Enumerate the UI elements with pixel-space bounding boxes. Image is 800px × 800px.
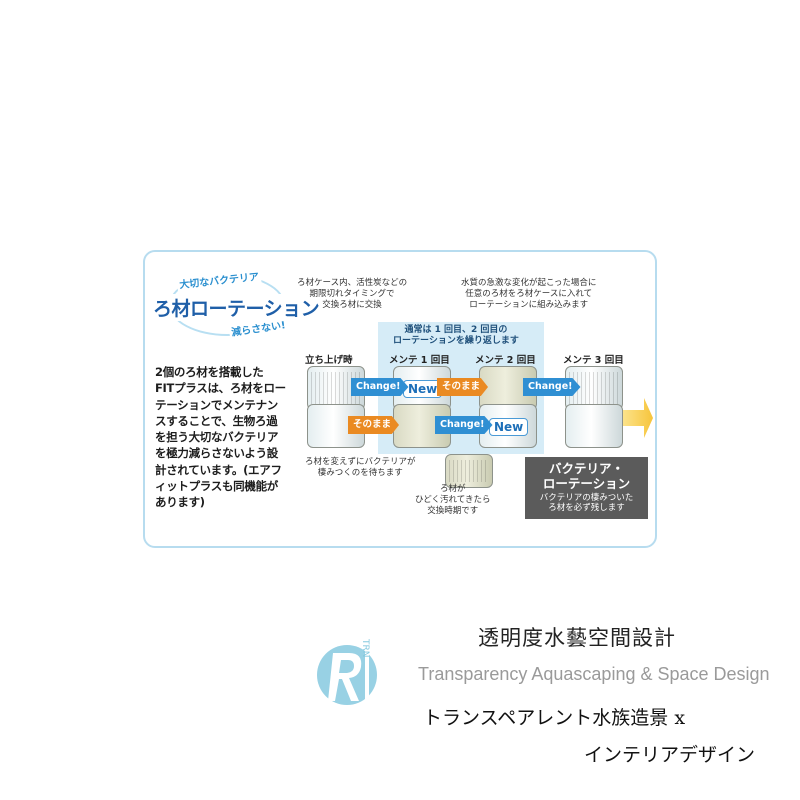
description-line: 2個のろ材を搭載した (155, 365, 264, 379)
note-normal-cycle: 通常は 1 回目、2 回目の ローテーションを繰り返します (393, 325, 519, 346)
description-line: 計されています。(エアフ (155, 462, 282, 477)
logo-mark-icon (317, 637, 377, 715)
filter-media-bottom (565, 404, 623, 448)
description-line: を担う大切なバクテリア (155, 430, 279, 445)
note-replace-timing: ろ材が ひどく汚れてきたら 交換時期です (415, 484, 491, 516)
new-tag: New (489, 418, 529, 436)
badge-title: ろ材ローテーション (151, 294, 322, 321)
description-text: 2個のろ材を搭載した FITプラスは、ろ材をロー テーションでメンテナン スする… (155, 364, 305, 511)
description-line: を極力減らさないよう設 (155, 446, 278, 461)
new-tag: New (403, 380, 443, 398)
brand-japanese-line-2: インテリアデザイン (584, 744, 756, 766)
title-badge: 大切なバクテリア ろ材ローテーション 減らさない! (151, 267, 322, 340)
description-line: テーションでメンテナン (155, 397, 278, 412)
flow-arrow (623, 398, 653, 438)
stage-maint-3-label: メンテ 3 回目 (563, 355, 624, 366)
stage-startup-label: 立ち上げ時 (305, 355, 353, 366)
filter-media-bottom (307, 404, 365, 448)
box-title: バクテリア・ ローテーション (542, 461, 631, 491)
brand-logo: TRN (313, 631, 393, 721)
rotation-diagram-panel: 大切なバクテリア ろ材ローテーション 減らさない! 2個のろ材を搭載した FIT… (143, 250, 657, 548)
keep-arrow: そのまま (437, 378, 489, 396)
bacteria-rotation-box: バクテリア・ ローテーション バクテリアの棲みついた ろ材を必ず残します (525, 457, 648, 519)
change-arrow: Change! (523, 378, 581, 396)
discarded-filter-media (445, 454, 493, 488)
box-subtitle: バクテリアの棲みついた ろ材を必ず残します (539, 493, 634, 513)
note-replace-media: ろ材ケース内、活性炭などの 期限切れタイミングで 交換ろ材に交換 (297, 278, 408, 310)
keep-arrow: そのまま (348, 416, 400, 434)
brand-title: 透明度水藝空間設計 (478, 626, 676, 650)
change-arrow: Change! (435, 416, 493, 434)
description-line: FITプラスは、ろ材をロー (155, 381, 286, 396)
note-wait-bacteria: ろ材を変えずにバクテリアが 棲みつくのを待ちます (305, 457, 416, 478)
description-line: あります) (155, 495, 205, 510)
logo-small-text: TRN (360, 639, 370, 658)
change-arrow: Change! (351, 378, 409, 396)
brand-english-name: Transparency Aquascaping & Space Design (418, 664, 770, 684)
stage-maint-1-label: メンテ 1 回目 (389, 355, 450, 366)
description-line: スすることで、生物ろ過 (155, 413, 278, 428)
description-line: ィットプラスも同機能が (155, 479, 278, 494)
brand-japanese-line-1: トランスペアレント水族造景 x (423, 707, 686, 729)
stage-maint-2-label: メンテ 2 回目 (475, 355, 536, 366)
note-emergency-media: 水質の急激な変化が起こった場合に 任意のろ材をろ材ケースに入れて ローテーション… (461, 278, 597, 310)
